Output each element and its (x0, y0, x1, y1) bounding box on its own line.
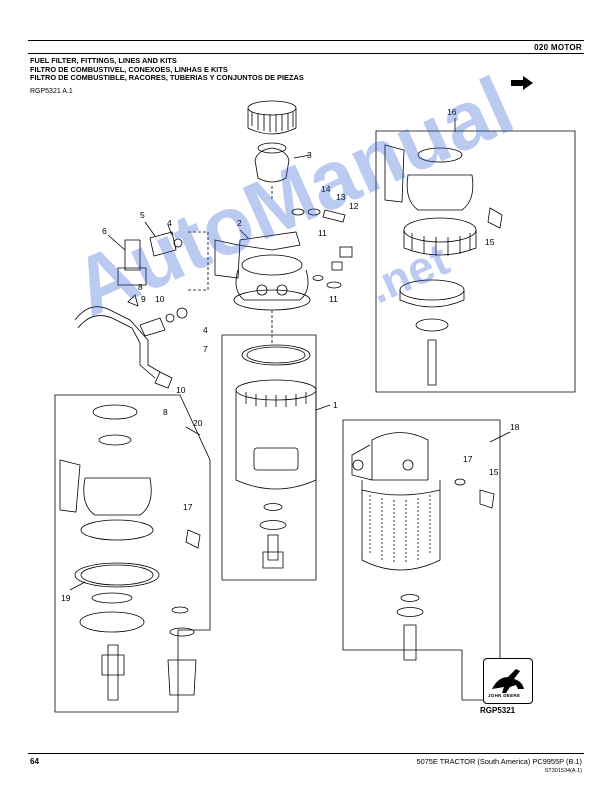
header-rule-lower (28, 53, 584, 54)
callout-15: 15 (485, 237, 495, 247)
callout-8b: 8 (163, 407, 168, 417)
title-english: FUEL FILTER, FITTINGS, LINES AND KITS (30, 56, 177, 65)
callout-11: 11 (318, 228, 327, 238)
section-label: 020 MOTOR (534, 43, 582, 52)
callout-17b: 17 (463, 454, 473, 464)
title-portuguese: FILTRO DE COMBUSTIVEL, CONEXOES, LINHAS … (30, 64, 228, 74)
footer-rule (28, 753, 584, 754)
callout-17: 17 (183, 502, 193, 512)
callout-13: 13 (336, 192, 346, 202)
document-code: ST301534(A.1) (544, 768, 582, 774)
callout-20: 20 (193, 418, 203, 428)
part-fittings-drawing (74, 231, 209, 389)
part-filter-element-drawing (235, 379, 317, 490)
logo-brand-text: JOHN DEERE (488, 693, 521, 698)
page-title: FUEL FILTER, FITTINGS, LINES AND KITS FI… (30, 56, 304, 83)
deer-icon (492, 669, 524, 693)
callout-7: 7 (203, 344, 208, 354)
callout-11b: 11 (329, 294, 338, 304)
callout-14: 14 (321, 184, 331, 194)
part-bolts-drawing (291, 208, 353, 289)
callout-1: 1 (333, 400, 338, 410)
callout-5: 5 (140, 210, 145, 220)
callout-2: 2 (237, 218, 242, 228)
callout-3: 3 (307, 150, 312, 160)
callout-15b: 15 (489, 467, 499, 477)
title-spanish: FILTRO DE COMBUSTIBLE, RACORES, TUBERIAS… (30, 73, 304, 83)
part-kit-16-drawing (384, 144, 503, 386)
part-cap-drawing (247, 100, 297, 200)
callout-18: 18 (510, 422, 520, 432)
callout-4b: 4 (203, 325, 208, 335)
callout-8: 8 (138, 282, 143, 292)
callout-4: 4 (167, 218, 172, 228)
document-id: 5075E TRACTOR (South America) PC9955P (B… (416, 757, 582, 766)
callout-6: 6 (102, 226, 107, 236)
callout-12: 12 (349, 201, 359, 211)
callout-19: 19 (61, 593, 71, 603)
header-rule (28, 40, 584, 41)
callout-labels: 1 2 3 4 4 5 6 7 8 8 9 10 10 11 11 12 13 … (61, 107, 520, 603)
john-deere-logo: JOHN DEERE (483, 658, 533, 704)
part-filter-head-drawing (214, 231, 311, 345)
callout-9: 9 (141, 294, 146, 304)
figure-reference: RGP5321 A.1 (30, 88, 73, 95)
next-page-arrow-icon (511, 76, 533, 90)
part-kit-18-drawing (351, 432, 495, 661)
page-number: 64 (30, 757, 39, 766)
callout-10: 10 (155, 294, 165, 304)
callout-10b: 10 (176, 385, 186, 395)
callout-16: 16 (447, 107, 457, 117)
logo-caption: RGP5321 (480, 706, 516, 715)
part-kit-20-drawing (59, 404, 201, 701)
